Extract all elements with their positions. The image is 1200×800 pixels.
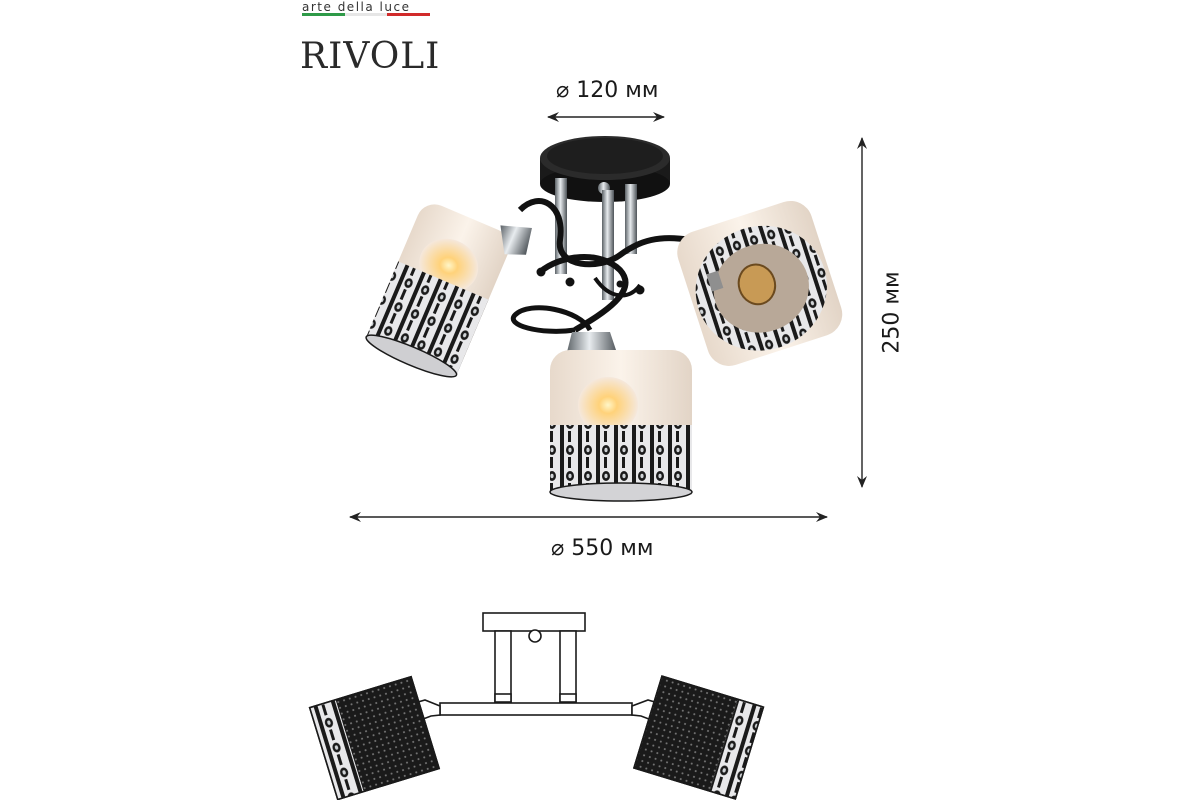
span-diameter-label: ⌀ 550 мм [551,536,654,561]
side-view-schematic [308,612,765,800]
canopy-diameter-label: ⌀ 120 мм [556,78,659,103]
brand-logo: RIVOLI [300,36,441,77]
brand-tagline: arte della luce [302,0,411,14]
chandelier-illustration [365,136,843,502]
italian-flag-stripe [302,13,431,16]
